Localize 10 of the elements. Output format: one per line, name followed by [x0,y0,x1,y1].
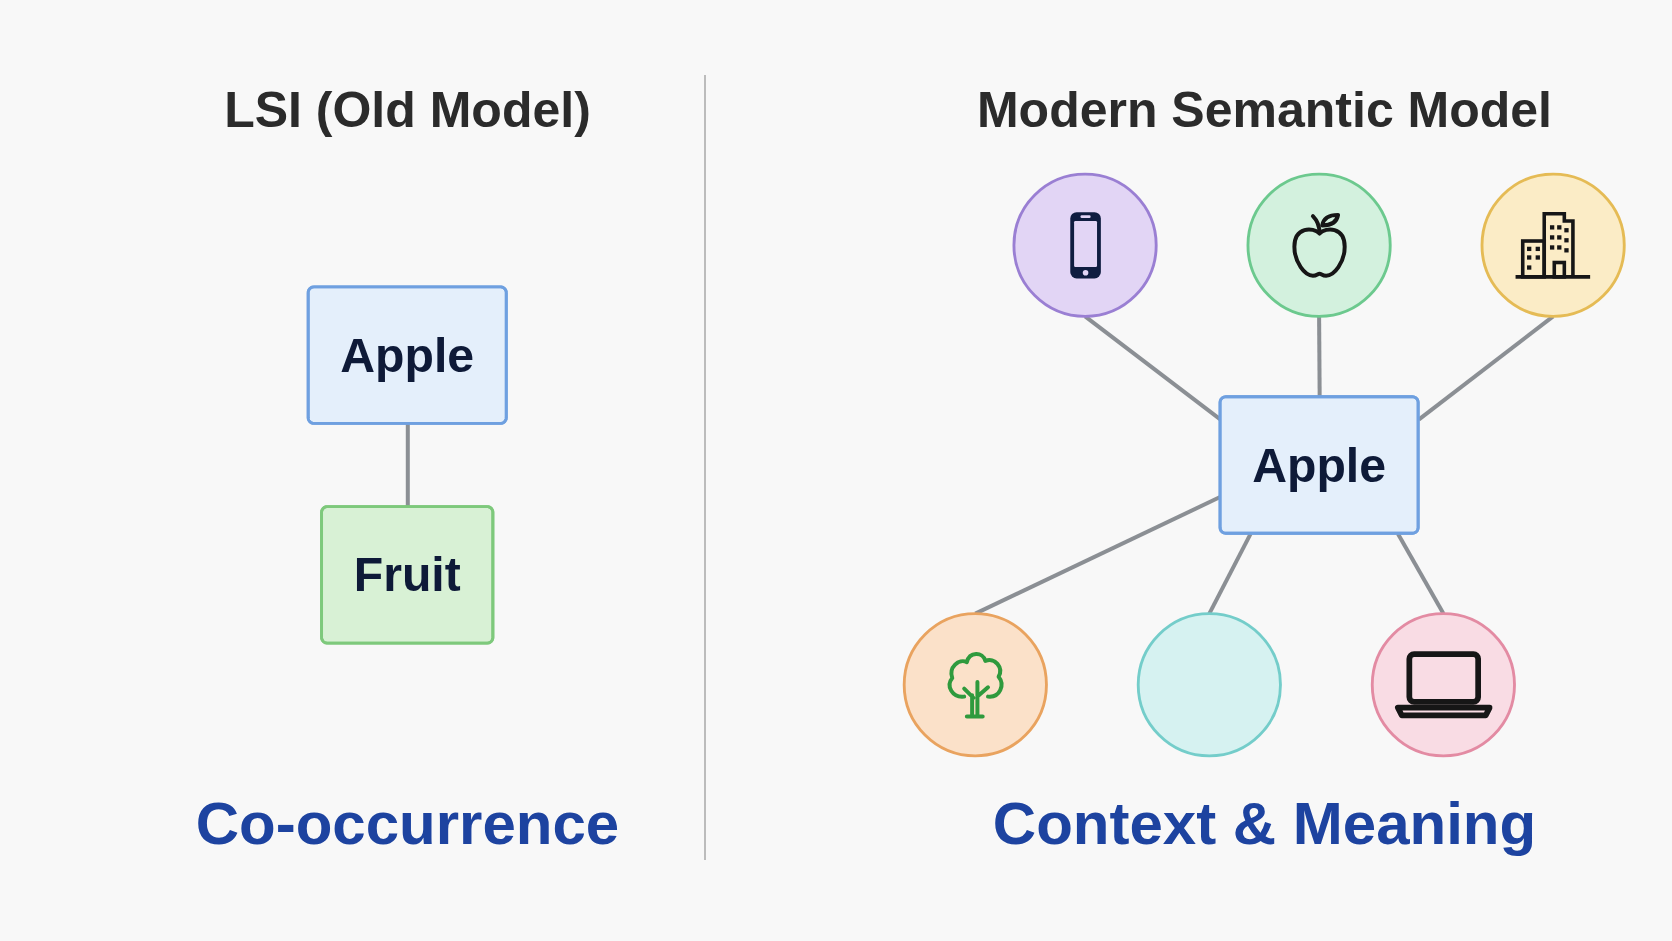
node-circle [1246,172,1392,318]
section-heading: Modern Semantic Model [976,81,1552,140]
node-circle [1137,612,1283,758]
node-circle [903,612,1049,758]
node-circle [1480,172,1626,318]
section-heading: LSI (Old Model) [224,81,591,140]
section-caption: Co-occurrence [195,789,620,859]
section-caption: Context & Meaning [992,789,1537,859]
node-circle [1012,172,1158,318]
node-circle [1371,612,1517,758]
